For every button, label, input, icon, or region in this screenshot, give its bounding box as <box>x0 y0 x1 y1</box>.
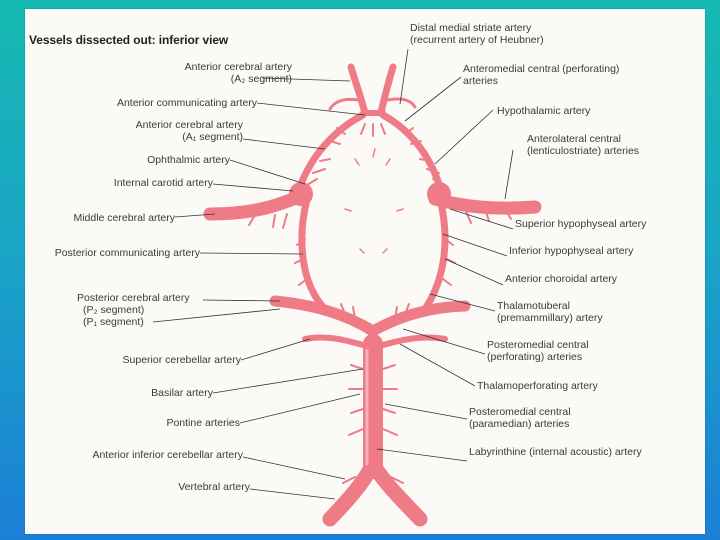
label-superior-hypophyseal: Superior hypophyseal artery <box>515 218 646 230</box>
label-line: Superior hypophyseal artery <box>515 218 647 230</box>
label-line: (P₂ segment) <box>83 304 145 316</box>
label-hypothalamic: Hypothalamic artery <box>497 105 590 117</box>
label-line: (recurrent artery of Heubner) <box>410 34 544 46</box>
anterior-cerebral-a2-left <box>347 63 369 117</box>
label-line: (lenticulostriate) arteries <box>527 145 640 157</box>
label-line: Thalamoperforating artery <box>477 380 598 392</box>
label-line: Anterolateral central <box>527 133 621 145</box>
anterior-cerebral-a1-left <box>297 111 367 188</box>
superior-cerebellar-artery-right <box>373 334 448 350</box>
label-line: (A₁ segment) <box>182 131 243 143</box>
label-line: Posterior communicating artery <box>54 247 200 259</box>
circle-of-willis-illustration <box>152 48 542 527</box>
label-posteromedial-central-paramedian: Posteromedial central (paramedian) arter… <box>469 406 571 430</box>
label-line: (premammillary) artery <box>497 312 603 324</box>
figure-page: Vessels dissected out: inferior view <box>25 9 705 534</box>
label-line: Anterior communicating artery <box>116 97 257 109</box>
label-line: Posterior cerebral artery <box>77 292 190 304</box>
label-line: Labyrinthine (internal acoustic) artery <box>469 446 642 458</box>
label-thalamotuberal: Thalamotuberal (premammillary) artery <box>497 300 603 324</box>
posterior-communicating-right <box>421 195 449 313</box>
label-inferior-hypophyseal: Inferior hypophyseal artery <box>509 245 633 257</box>
label-line: Ophthalmic artery <box>147 154 230 166</box>
label-internal-carotid: Internal carotid artery <box>95 177 213 189</box>
label-line: Anteromedial central (perforating) <box>463 63 620 75</box>
label-line: (A₂ segment) <box>230 73 292 85</box>
left-posterior-cerebral-artery <box>269 295 379 337</box>
leader-lines <box>152 48 514 500</box>
middle-cerebral-right <box>428 192 542 215</box>
label-line: Distal medial striate artery <box>410 22 532 34</box>
label-line: Anterior cerebral artery <box>135 119 243 131</box>
label-line: arteries <box>463 75 499 87</box>
figure-title: Vessels dissected out: inferior view <box>29 33 229 47</box>
right-posterior-cerebral-artery <box>367 300 471 337</box>
label-basilar: Basilar artery <box>125 387 213 399</box>
internal-carotid-right <box>427 182 451 206</box>
label-line: Vertebral artery <box>178 481 250 493</box>
label-line: (paramedian) arteries <box>469 418 570 430</box>
label-line: Internal carotid artery <box>113 177 213 189</box>
label-anterior-choroidal: Anterior choroidal artery <box>505 273 617 285</box>
label-line: Anterior cerebral artery <box>184 61 292 73</box>
label-anteromedial-central: Anteromedial central (perforating) arter… <box>463 63 619 87</box>
label-posterior-communicating: Posterior communicating artery <box>30 247 200 259</box>
label-line: Posteromedial central <box>487 339 589 351</box>
label-line: Anterior choroidal artery <box>505 273 618 285</box>
label-anterior-cerebral-a2: Anterior cerebral artery (A₂ segment) <box>170 61 292 85</box>
anterior-cerebral-a1-right <box>379 111 443 188</box>
label-thalamoperforating: Thalamoperforating artery <box>477 380 598 392</box>
label-line: (P₁ segment) <box>83 316 144 328</box>
label-line: Basilar artery <box>151 387 213 399</box>
label-anterolateral-central: Anterolateral central (lenticulostriate)… <box>527 133 639 157</box>
label-line: Thalamotuberal <box>497 300 570 312</box>
anterior-cerebral-a2-right <box>377 63 397 117</box>
internal-carotid-left <box>289 182 313 206</box>
superior-cerebellar-artery-left <box>302 334 373 350</box>
label-labyrinthine: Labyrinthine (internal acoustic) artery <box>469 446 642 458</box>
label-line: Superior cerebellar artery <box>122 354 241 366</box>
label-anterior-communicating: Anterior communicating artery <box>95 97 257 109</box>
label-line: Inferior hypophyseal artery <box>509 245 634 257</box>
label-anterior-inferior-cerebellar: Anterior inferior cerebellar artery <box>55 449 243 461</box>
label-posteromedial-central-perforating: Posteromedial central (perforating) arte… <box>487 339 589 363</box>
label-ophthalmic: Ophthalmic artery <box>105 154 230 166</box>
label-vertebral: Vertebral artery <box>140 481 250 493</box>
label-line: Posteromedial central <box>469 406 571 418</box>
label-superior-cerebellar: Superior cerebellar artery <box>95 354 241 366</box>
posterior-communicating-left <box>298 195 329 313</box>
label-line: (perforating) arteries <box>487 351 583 363</box>
label-line: Pontine arteries <box>166 417 240 429</box>
label-line: Hypothalamic artery <box>497 105 591 117</box>
label-anterior-cerebral-a1: Anterior cerebral artery (A₁ segment) <box>110 119 243 143</box>
label-distal-medial-striate: Distal medial striate artery (recurrent … <box>410 22 544 46</box>
label-middle-cerebral: Middle cerebral artery <box>50 212 175 224</box>
label-line: Middle cerebral artery <box>73 212 175 224</box>
label-line: Anterior inferior cerebellar artery <box>92 449 243 461</box>
label-posterior-cerebral: Posterior cerebral artery (P₂ segment) (… <box>77 292 217 328</box>
label-pontine: Pontine arteries <box>135 417 240 429</box>
